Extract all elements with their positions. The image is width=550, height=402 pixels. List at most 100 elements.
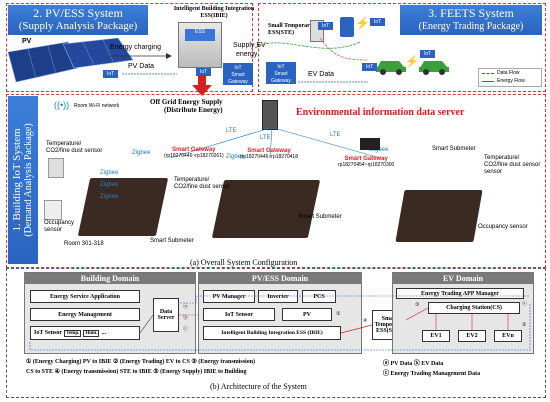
ev-data-arrow [298,81,368,83]
arch-legend-line1: ① (Energy Charging) PV to IBIE ② (Energy… [26,359,256,365]
gateway-c-device [360,138,380,150]
marker-a-left: ⓐ [183,304,189,310]
temp-sensor-mid-line1: Temperature/ [174,177,210,183]
temp-sensor-mid-line2: CO2/fine dust sensor [174,184,231,190]
energy-charging-label: Energy charging [110,44,161,51]
occupancy-left-line1: Occupancy [44,220,75,226]
architecture-frame [6,268,546,398]
wifi-label: Room Wi-Fi network [74,103,120,109]
ev-car-green-1 [376,61,406,75]
pv-ess-panel [6,3,253,92]
ev-car-green-2 [419,61,449,75]
zigbee-label-6: Zigbee [370,147,389,153]
temp-chip: Temp. [64,329,82,337]
iot-badge-ste: IoT [318,22,334,30]
building-iot-banner: 1. Building IoT System (Demand Analysis … [8,96,38,264]
pv-data-arrow [122,73,177,75]
data-server-line1: Data [159,309,173,315]
ste-title: Small Temporary ESS(STE) [268,23,313,36]
gateway-b-id: (rp18270446~rp18270418 [240,154,298,160]
pv-data-label: PV Data [128,63,155,70]
iot-sensor2-box: IoT Sensor [203,308,275,321]
ev1-box: EV1 [422,330,450,342]
ev-data-label: EV Data [308,71,335,78]
temp-sensor-right-line2: CO2/fine dust sensor [484,162,541,168]
gateway-a-label: Smart Gateway [172,147,216,153]
temp-sensor-left-line2: CO2/fine dust sensor [46,148,103,154]
iot-badge-cs: IoT [370,18,386,26]
gateway-c-id: rp18270454~rp18270300 [338,162,395,168]
marker-c-left: ⓒ [183,326,189,332]
lte-links [169,127,381,159]
data-server-box: Data Server [153,298,179,332]
solar-panels-image [8,38,134,83]
pvess-domain-header: PV/ESS Domain [199,273,361,284]
ibie-cabinet: ESS [178,22,222,68]
inverter-box: Inverter [258,290,298,303]
smart-gateway-box-right: IoT Smart Gateway [266,62,296,84]
marker-b-left: ⓑ [183,315,189,321]
gateway-a-id: (rp18270446~rp18270261) [164,153,224,159]
temp-sensor-left-line1: Temperature/ [46,141,82,147]
arch-legend-line2: CS to STE ④ (Energy transmission) STE to… [26,369,247,375]
cs-box: Charging Station(CS) [428,302,520,314]
gateway-b-label: Smart Gateway [247,148,291,154]
pv-ess-banner: 2. PV/ESS System (Supply Analysis Packag… [8,5,148,35]
iot-badge-ev2: IoT [420,50,436,58]
ibie-screen: ESS [185,29,215,41]
gateway-c: Smart Gateway rp18270454~rp18270300 [338,156,394,168]
charging-station-icon [340,17,354,37]
lightning-icon: ⚡ [355,16,370,30]
ellipsis: ... [101,330,106,336]
hum-chip: Hum. [83,329,100,337]
gateway-a: Smart Gateway (rp18270446~rp18270261) [164,147,224,159]
data-flow-swatch [482,72,494,74]
wifi-icon: ((•)) [54,100,70,110]
em-box: Energy Management [30,308,140,321]
pv-ess-title: 2. PV/ESS System [33,6,123,20]
energy-charging-arrow [110,53,172,59]
ibie-box: Intelligent Building Integration ESS (IB… [203,326,341,340]
smart-gateway-label-top: Smart Gateway [228,72,248,85]
occupancy-label-left: Occupancy sensor [44,220,74,234]
lte-label-3: LTE [330,132,341,138]
feets-subtitle: (Energy Trading Package) [418,21,524,32]
zigbee-label-4: Zigbee [100,194,119,200]
supply-ev-label: Supply EV [233,42,266,49]
smart-gateway-box-top: IoT Smart Gateway [223,63,253,85]
gateway-c-label: Smart Gateway [344,156,388,162]
caption-a: (a) Overall System Configuration [190,258,298,267]
etam-box: Energy Trading APP Manager [396,288,524,299]
zigbee-label-2: Zigbee [100,170,119,176]
data-flow-label: Data Flow [497,70,520,76]
caption-b: (b) Architecture of the System [210,382,307,391]
marker-2: ② [522,322,527,328]
temp-sensor-device-left [48,158,64,178]
feets-banner: 3. FEETS System (Energy Trading Package) [400,5,542,35]
off-grid-title: Off Grid Energy Supply [150,98,223,106]
zigbee-label-1: Zigbee [132,150,151,156]
ibie-title: Intelligent Building Integration ESS(IBI… [173,6,255,19]
iot-badge-ibie: IoT [196,68,212,76]
flow-legend: Data Flow Energy Flow [478,68,542,87]
smart-submeter-label-mid: Smart Submeter [150,238,194,244]
pcs-box: PCS [302,290,336,303]
evn-box: EVn [494,330,522,342]
building-iot-panel [6,94,546,268]
iot-sensor-label: IoT Sensor [34,330,63,336]
zigbee-label-3: Zigbee [100,182,119,188]
marker-c-right: ⓒ [522,301,528,307]
ev-domain-header: EV Domain [393,273,533,284]
temp-sensor-label-right: Temperature/ CO2/fine dust sensor sensor [484,155,540,176]
energy-label: energy [236,51,258,58]
smart-submeter-label-mid2: Smart Submeter [298,214,342,220]
temp-sensor-right-line1: Temperature/ [484,155,520,161]
pv-ess-subtitle: (Supply Analysis Package) [18,20,138,32]
iot-badge-pv: IoT [103,70,119,78]
esa-box: Energy Service Application [30,290,140,303]
temp-sensor-label-mid: Temperature/ CO2/fine dust sensor [174,177,230,191]
server-rack [262,100,278,130]
off-grid-subtitle: (Distribute Energy) [164,106,223,114]
marker-1: ① [336,311,341,317]
